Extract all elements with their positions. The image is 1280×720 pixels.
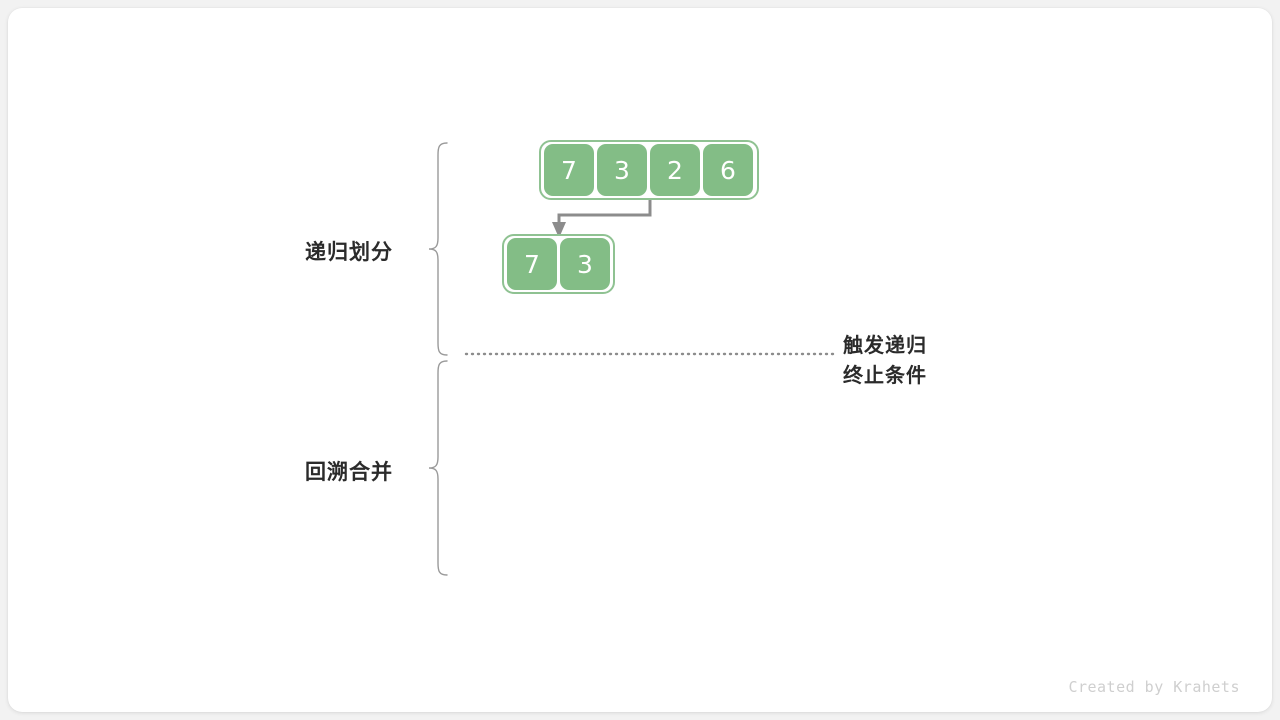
credit-text: Created by Krahets — [1068, 678, 1240, 696]
brace-merge — [428, 360, 448, 576]
base-case-annotation-line-2: 终止条件 — [843, 363, 927, 387]
arrowhead-icon — [552, 222, 566, 238]
base-case-annotation-line-1: 触发递归 — [843, 333, 927, 357]
figure-card — [8, 8, 1272, 712]
array-cell: 7 — [507, 238, 557, 290]
phase-label-merge: 回溯合并 — [305, 460, 393, 484]
array-cell: 2 — [650, 144, 700, 196]
array-left-half: 7 3 — [502, 234, 615, 294]
split-left-arrow — [552, 200, 652, 238]
array-root: 7 3 2 6 — [539, 140, 759, 200]
phase-label-divide: 递归划分 — [305, 240, 393, 264]
array-cell: 3 — [560, 238, 610, 290]
brace-divide — [428, 142, 448, 356]
base-case-annotation: 触发递归 终止条件 — [843, 330, 927, 390]
array-cell: 7 — [544, 144, 594, 196]
array-cell: 3 — [597, 144, 647, 196]
array-cell: 6 — [703, 144, 753, 196]
